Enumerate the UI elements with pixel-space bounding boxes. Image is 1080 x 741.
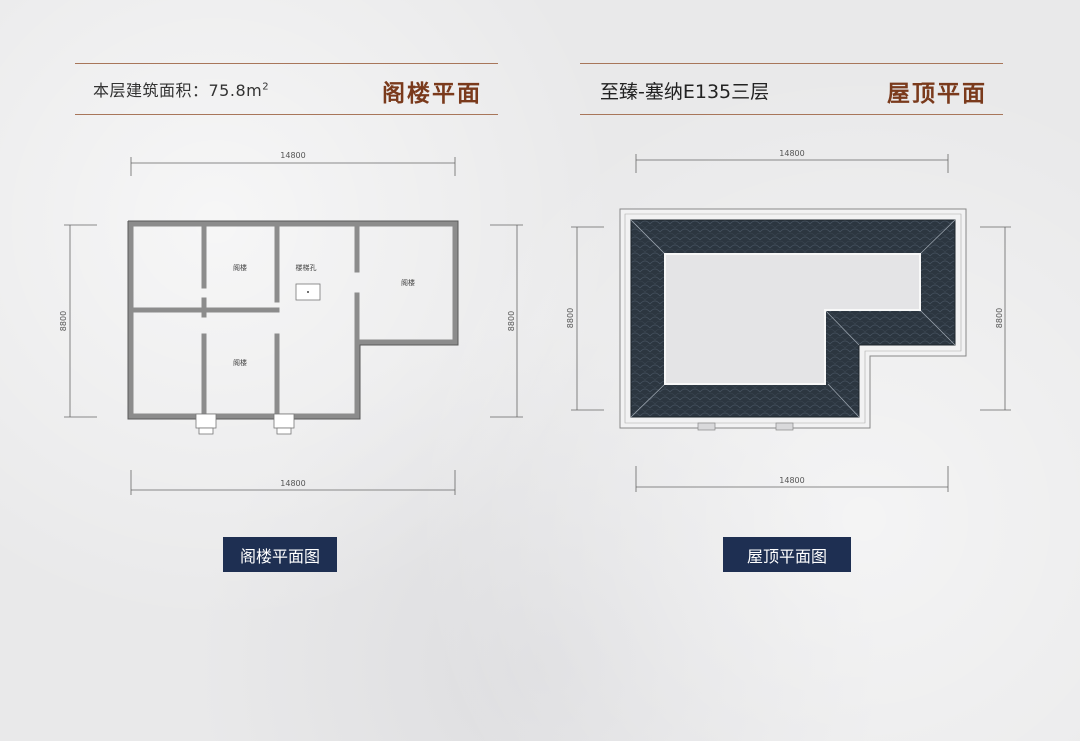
roof-dim-left [571, 226, 604, 411]
stair-hole-mark [307, 291, 309, 293]
roof-dim-left-label: 8800 [566, 308, 575, 328]
attic-title: 阁楼平面 [382, 81, 482, 107]
attic-room-label-1: 阁楼 [233, 263, 247, 272]
attic-dim-bottom-label: 14800 [280, 479, 305, 488]
attic-dim-right [490, 224, 523, 418]
attic-dim-top-label: 14800 [280, 151, 305, 160]
attic-dim-left [64, 224, 97, 418]
attic-room-label-3: 阁楼 [233, 358, 247, 367]
roof-model-label: 至臻-塞纳E135三层 [600, 81, 770, 103]
roof-title: 屋顶平面 [887, 81, 987, 107]
roof-header: 至臻-塞纳E135三层 屋顶平面 [580, 63, 1003, 115]
roof-dim-right [980, 226, 1011, 411]
attic-door-steps [195, 413, 295, 435]
area-unit-superscript: 2 [262, 81, 270, 93]
attic-area-label: 本层建筑面积：75.8m2 [93, 77, 269, 101]
roof-dim-top-label: 14800 [779, 149, 804, 158]
roof-gutters [697, 422, 794, 431]
attic-dim-bottom [130, 470, 456, 495]
stair-hole-label: 楼梯孔 [296, 263, 317, 272]
roof-eave-inner [624, 213, 962, 424]
attic-floor-plan: 14800 14800 8800 8800 [59, 151, 523, 495]
roof-caption: 屋顶平面图 [723, 537, 851, 572]
roof-dim-bottom [635, 466, 949, 492]
roof-hip-lines [630, 219, 956, 418]
attic-room-label-2: 阁楼 [401, 278, 415, 287]
attic-header: 本层建筑面积：75.8m2 阁楼平面 [75, 63, 498, 115]
roof-dim-bottom-label: 14800 [779, 476, 804, 485]
roof-dim-top [635, 154, 949, 173]
roof-dim-right-label: 8800 [995, 308, 1004, 328]
roof-flat-top [664, 253, 921, 385]
roof-panel: 至臻-塞纳E135三层 屋顶平面 14800 14800 [540, 0, 1080, 741]
attic-walls [128, 221, 458, 419]
attic-dim-right-label: 8800 [507, 311, 516, 331]
roof-plan: 14800 14800 8800 8800 [566, 149, 1011, 492]
attic-caption: 阁楼平面图 [223, 537, 337, 572]
attic-dim-top [130, 157, 456, 176]
attic-area-text: 本层建筑面积：75.8m [93, 81, 263, 100]
attic-dim-left-label: 8800 [59, 311, 68, 331]
attic-wall-fill [127, 220, 459, 420]
attic-panel: 本层建筑面积：75.8m2 阁楼平面 14800 14800 8800 [59, 63, 523, 572]
